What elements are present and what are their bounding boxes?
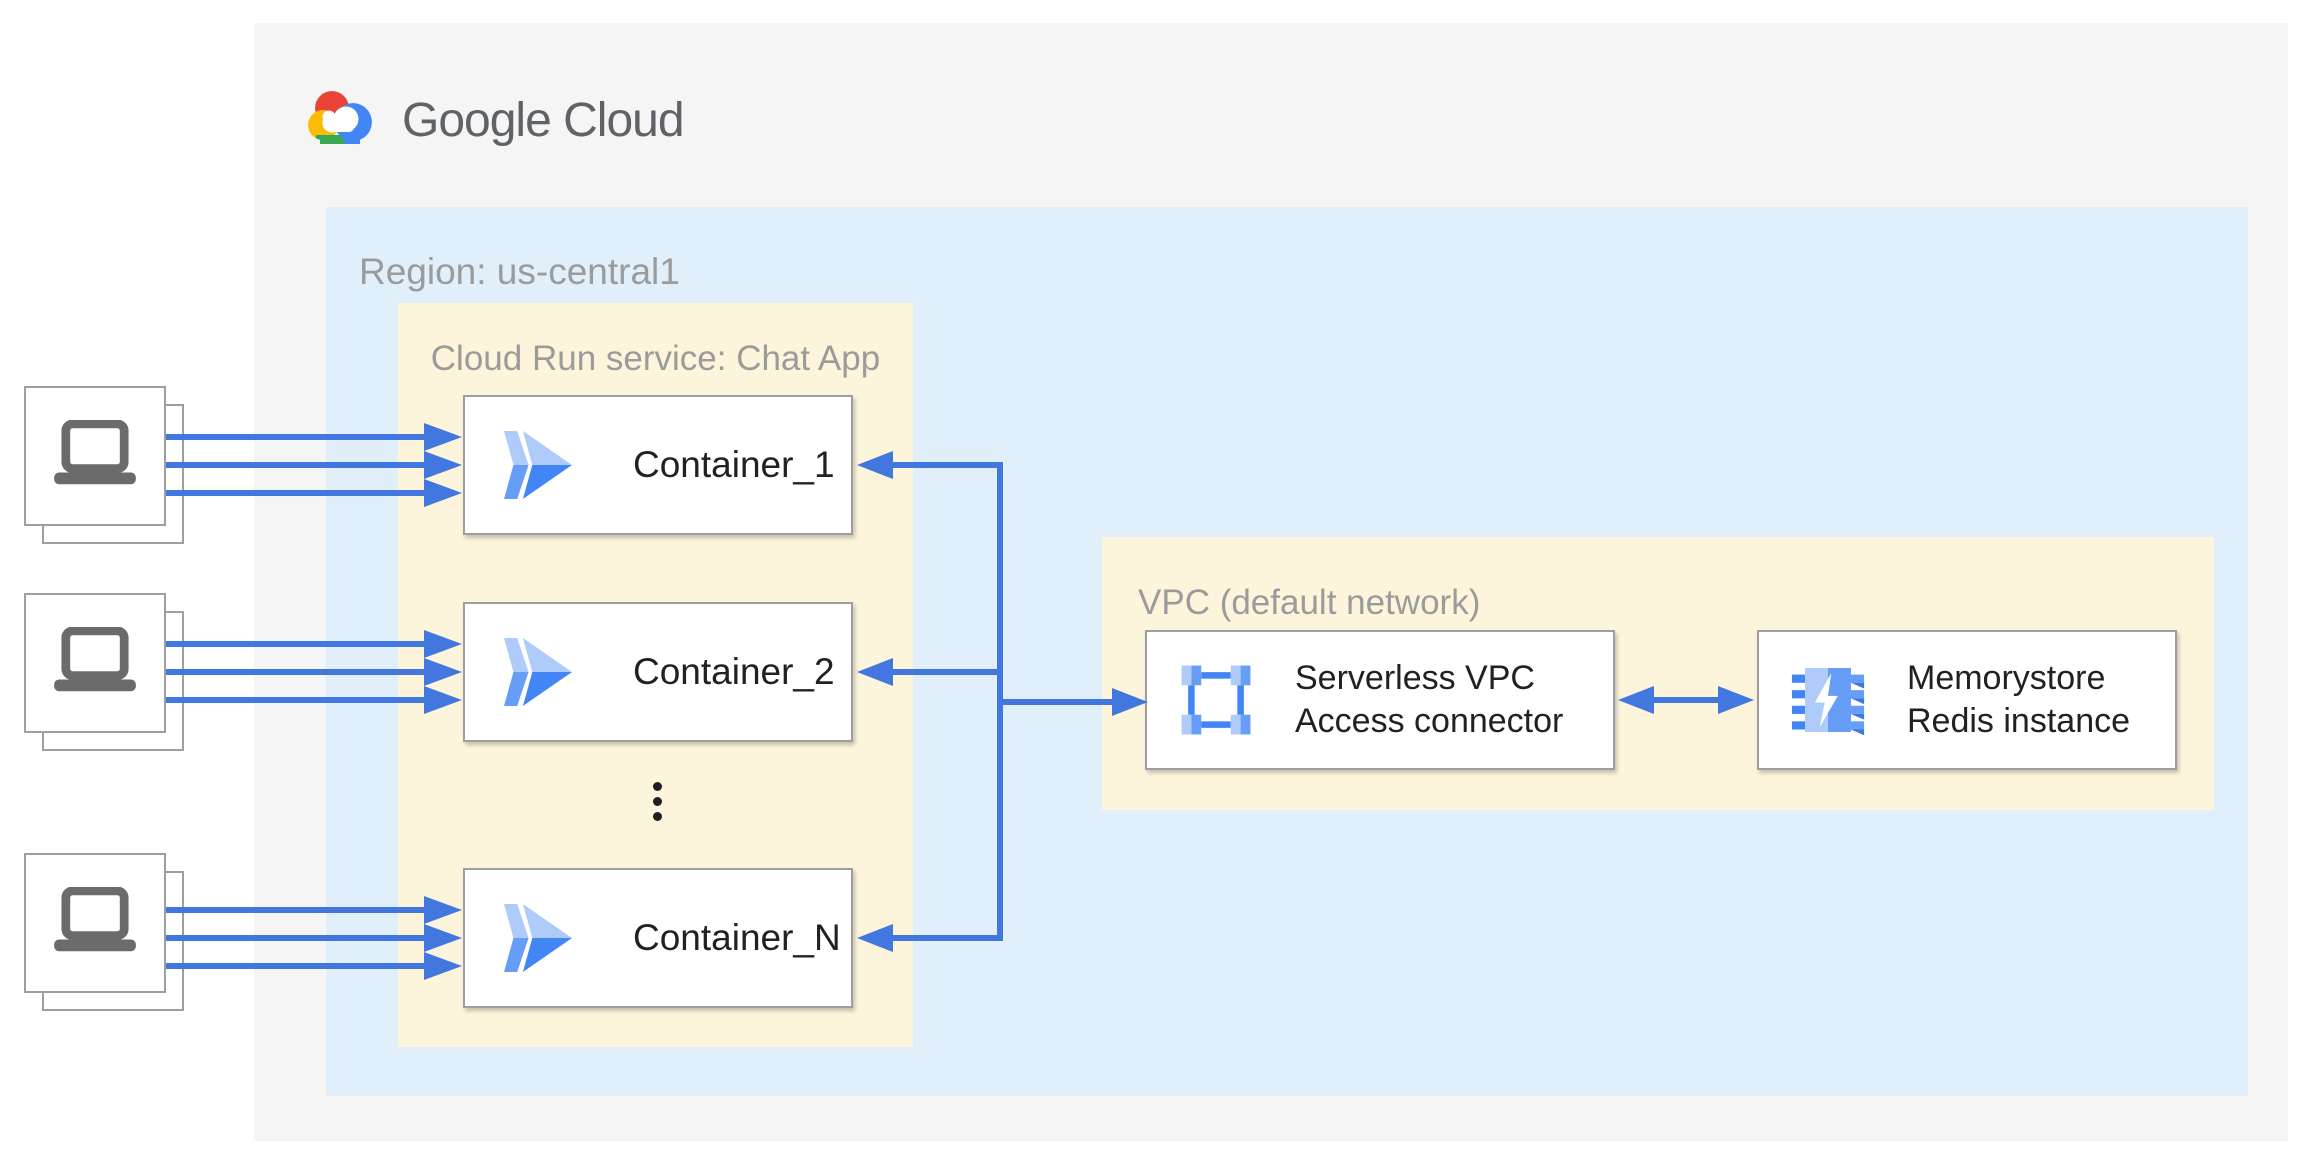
memorystore-label: Memorystore Redis instance (1907, 659, 2131, 740)
vpc-label: VPC (default network) (1138, 583, 1481, 622)
cloud-run-icon (504, 904, 572, 972)
google-cloud-wordmark: Google Cloud (402, 94, 685, 147)
container-label: Container_1 (633, 444, 835, 485)
laptop-icon (54, 627, 136, 692)
cloud-run-icon (504, 638, 572, 706)
container-label: Container_N (633, 917, 841, 958)
serverless-vpc-access-connector-node: Serverless VPC Access connector (1145, 630, 1615, 770)
container-label: Container_2 (633, 651, 835, 692)
container-n-node: Container_N (463, 868, 853, 1008)
client-laptop-1 (24, 386, 184, 544)
serverless-vpc-label: Serverless VPC Access connector (1295, 659, 1564, 740)
more-containers-ellipsis (653, 782, 663, 827)
client-laptop-3 (24, 853, 184, 1011)
memorystore-redis-node: Memorystore Redis instance (1757, 630, 2177, 770)
client-card (24, 593, 166, 733)
google-cloud-logo-icon (308, 91, 372, 144)
laptop-icon (54, 420, 136, 485)
client-laptop-2 (24, 593, 184, 751)
cloud-run-icon (504, 431, 572, 499)
container-1-node: Container_1 (463, 395, 853, 535)
google-cloud-logo: Google Cloud (308, 90, 685, 151)
region-label: Region: us-central1 (359, 251, 680, 292)
serverless-vpc-access-connector-icon (1181, 665, 1251, 735)
memorystore-redis-icon (1791, 668, 1865, 736)
cloud-run-service-label: Cloud Run service: Chat App (430, 339, 881, 378)
laptop-icon (54, 887, 136, 952)
container-2-node: Container_2 (463, 602, 853, 742)
